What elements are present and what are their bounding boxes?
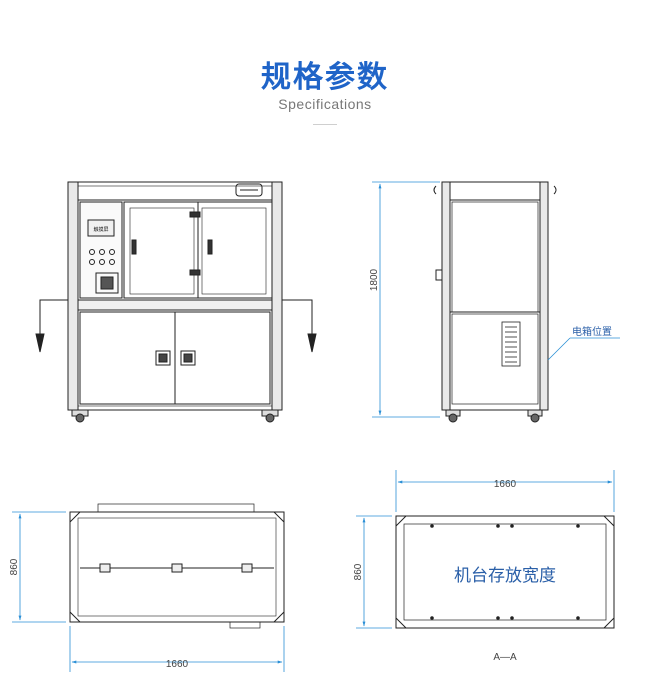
front-wheels [71, 409, 279, 423]
side-wheels [445, 409, 543, 423]
top-depth-label: 860 [9, 558, 20, 575]
touch-screen [87, 219, 115, 237]
page-subtitle: Specifications [278, 96, 372, 112]
side-frame [441, 181, 549, 411]
page-title: 规格参数 [261, 60, 389, 95]
electric-box-area [451, 313, 539, 405]
section-depth-dimension [356, 515, 392, 629]
exit-arrow-right [282, 299, 317, 353]
section-label: A—A [493, 652, 517, 663]
section-frame [395, 515, 615, 629]
height-dimension [372, 181, 440, 418]
front-view [35, 181, 317, 423]
section-width-dimension [395, 470, 615, 512]
door-handle-right [180, 350, 196, 366]
top-view [69, 503, 285, 629]
storage-width-text: 机台存放宽度 [454, 566, 556, 586]
side-view [433, 181, 557, 423]
main-switch [95, 272, 119, 294]
top-width-dimension [69, 626, 285, 672]
top-handle [235, 183, 263, 197]
electric-box-label: 电箱位置 [572, 325, 612, 338]
top-width-label: 1660 [166, 659, 189, 670]
door-handle-left [155, 350, 171, 366]
control-buttons [89, 249, 115, 265]
height-label: 1800 [369, 268, 380, 291]
section-view [395, 515, 615, 629]
title-divider [313, 124, 337, 125]
exit-arrow-left [35, 299, 68, 353]
section-depth-label: 860 [353, 563, 364, 580]
touch-screen-label: 触摸屏 [93, 226, 108, 233]
top-depth-dimension [12, 511, 66, 623]
vent-grille [501, 321, 521, 367]
section-width-label: 1660 [494, 479, 517, 490]
electric-box-callout [547, 337, 620, 361]
